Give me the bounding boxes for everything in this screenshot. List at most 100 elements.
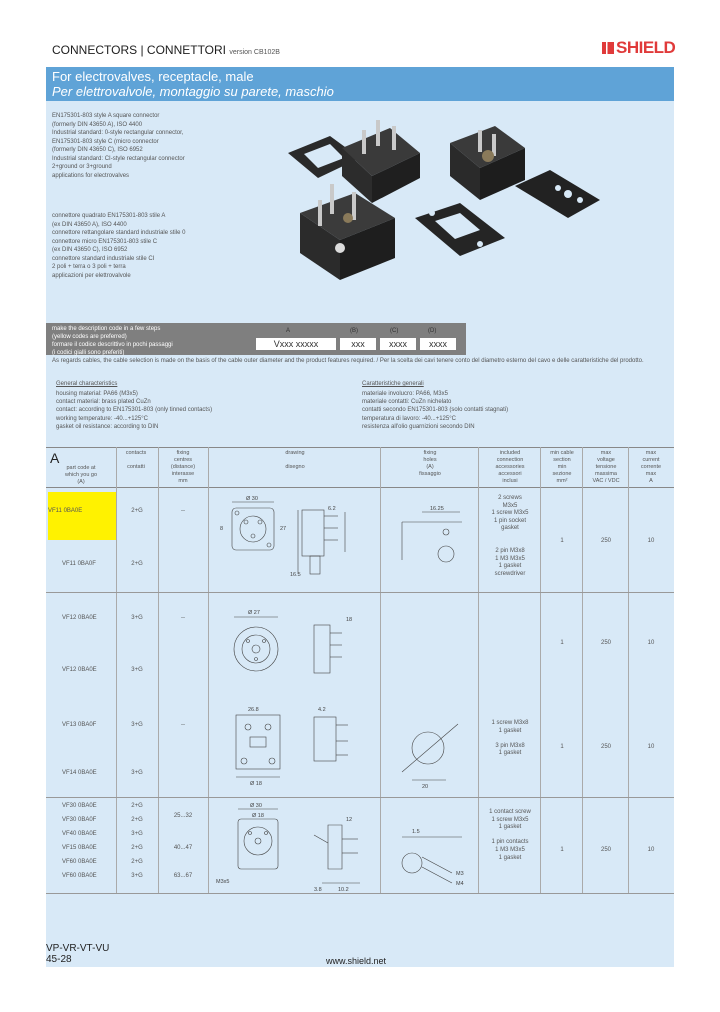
gasket-frame-photo: [288, 136, 360, 178]
dim-label: M3: [456, 871, 464, 877]
dim-label: M3x5: [216, 879, 229, 885]
group-divider: [46, 893, 674, 894]
fixing-holes-group1: 16.25: [401, 506, 462, 563]
th-cable-section: min cable section min sezione mm²: [550, 450, 574, 484]
connector-small-photo: [342, 120, 420, 203]
table-row-code[interactable]: VF12 0BA0E: [62, 615, 97, 621]
order-line-2: (yellow codes are preferred): [52, 334, 127, 340]
code-field-a: Vxxx xxxxx: [256, 338, 336, 350]
order-line-4: (i codici gialli sono preferiti): [52, 350, 125, 356]
th-voltage: max voltage tensione massima VAC / VDC: [592, 450, 620, 484]
page-number: 45-28: [46, 954, 72, 965]
current-cell: 10: [647, 847, 655, 853]
dim-label: 26.8: [248, 707, 259, 713]
cable-cell: 1: [560, 538, 564, 544]
connector-photo: [288, 120, 600, 280]
col-divider: [628, 447, 629, 893]
fixing-holes-group3: 1.5 M3 M4: [401, 829, 464, 887]
dim-label: 6.2: [328, 506, 336, 512]
header-title: CONNECTORS | CONNETTORI version CB102B: [52, 43, 280, 57]
col-divider: [582, 447, 583, 893]
voltage-cell: 250: [600, 640, 611, 646]
col-a-letter: A: [50, 450, 60, 466]
dim-label: 16.25: [430, 506, 444, 512]
code-field-c: xxxx: [380, 338, 416, 350]
cable-cell: 1: [560, 847, 564, 853]
table-row-code[interactable]: VF30 0BA0F: [62, 817, 97, 823]
contacts-cell: 3+G: [131, 667, 143, 673]
cable-cell: 1: [560, 744, 564, 750]
drawing-group1: Ø 30 8 27 6.2 16.5: [220, 496, 346, 578]
gasket-rect-photo: [415, 203, 505, 256]
code-letter-d: (D): [428, 328, 437, 334]
general-lines-it: materiale involucro: PA66, M3x5 material…: [362, 391, 509, 430]
col-divider: [540, 447, 541, 893]
table-row-code[interactable]: VF12 0BA0E: [62, 667, 97, 673]
general-heading-it: Caratteristiche generali: [362, 381, 424, 387]
current-cell: 10: [647, 640, 655, 646]
dim-label: 16.5: [290, 572, 301, 578]
contacts-cell: 3+G: [131, 831, 143, 837]
table-row-code[interactable]: VF11 0BA0F: [62, 561, 96, 567]
fixing-cell: --: [181, 615, 185, 621]
banner-title-it: Per elettrovalvole, montaggio su parete,…: [52, 84, 334, 99]
fixing-holes-group2: 20: [401, 723, 459, 790]
th-contacts: contacts contatti: [125, 450, 147, 470]
th-fixing-centres: fixing centres (distance) interasse mm: [170, 450, 196, 484]
contacts-cell: 2+G: [131, 561, 143, 567]
contacts-cell: 3+G: [131, 722, 143, 728]
dim-label: 20: [422, 784, 428, 790]
dim-label: 1.5: [412, 829, 420, 835]
dim-label: 8: [220, 526, 223, 532]
dim-label: 18: [346, 617, 352, 623]
contacts-cell: 2+G: [131, 508, 143, 514]
col-divider: [158, 447, 159, 893]
fixing-cell: --: [181, 722, 185, 728]
dim-label: Ø 30: [246, 496, 258, 502]
accessories-cell: 1 screw M3x8 1 gasket 3 pin M3x8 1 gaske…: [491, 720, 529, 757]
general-heading-en: General characteristics: [56, 381, 118, 387]
col-divider: [478, 447, 479, 893]
cable-note: As regards cables, the cable selection i…: [52, 358, 644, 364]
footer-series: VP-VR-VT-VU 45-28: [46, 943, 109, 965]
current-cell: 10: [647, 744, 655, 750]
table-row-code[interactable]: VF15 0BA0E: [62, 845, 97, 851]
group-divider: [46, 797, 674, 798]
code-field-b: xxx: [340, 338, 376, 350]
code-field-d: xxxx: [420, 338, 456, 350]
table-row-code[interactable]: VF60 0BA0E: [62, 859, 97, 865]
table-row-code[interactable]: VF11 0BA0E: [48, 492, 116, 540]
logo-text: SHIELD: [616, 38, 676, 57]
order-line-1: make the description code in a few steps: [52, 326, 161, 332]
th-part-code: part code at which you go (A): [64, 465, 98, 485]
dim-label: Ø 18: [250, 781, 262, 787]
table-row-code[interactable]: VF14 0BA0E: [62, 770, 97, 776]
description-it: connettore quadrato EN175301-803 stile A…: [52, 213, 186, 279]
col-divider: [116, 447, 117, 893]
table-row-code[interactable]: VF13 0BA0F: [62, 722, 97, 728]
order-line-3: formare il codice descrittivo in pochi p…: [52, 342, 173, 348]
col-divider: [380, 447, 381, 893]
dim-label: Ø 18: [252, 813, 264, 819]
description-en: EN175301-803 style A square connector (f…: [52, 113, 185, 179]
table-row-code[interactable]: VF40 0BA0E: [62, 831, 97, 837]
footer-url[interactable]: www.shield.net: [326, 956, 387, 966]
version-label: version CB102B: [229, 49, 280, 56]
table-row-code[interactable]: VF60 0BA0E: [62, 873, 97, 879]
voltage-cell: 250: [600, 847, 611, 853]
dim-label: M4: [456, 881, 464, 887]
banner-title-en: For electrovalves, receptacle, male: [52, 69, 254, 84]
table-row-code[interactable]: VF30 0BA0E: [62, 803, 97, 809]
contacts-cell: 2+G: [131, 803, 143, 809]
logo-mark-icon: [602, 42, 614, 54]
cable-cell: 1: [560, 640, 564, 646]
contacts-cell: 2+G: [131, 845, 143, 851]
contacts-cell: 2+G: [131, 859, 143, 865]
order-instructions: make the description code in a few steps…: [52, 325, 173, 357]
th-current: max current corrente max A: [640, 450, 662, 484]
connector-right-photo: [450, 126, 525, 200]
contacts-cell: 2+G: [131, 817, 143, 823]
group-divider: [46, 592, 674, 593]
dim-label: 27: [280, 526, 286, 532]
fixing-cell: --: [181, 508, 185, 514]
